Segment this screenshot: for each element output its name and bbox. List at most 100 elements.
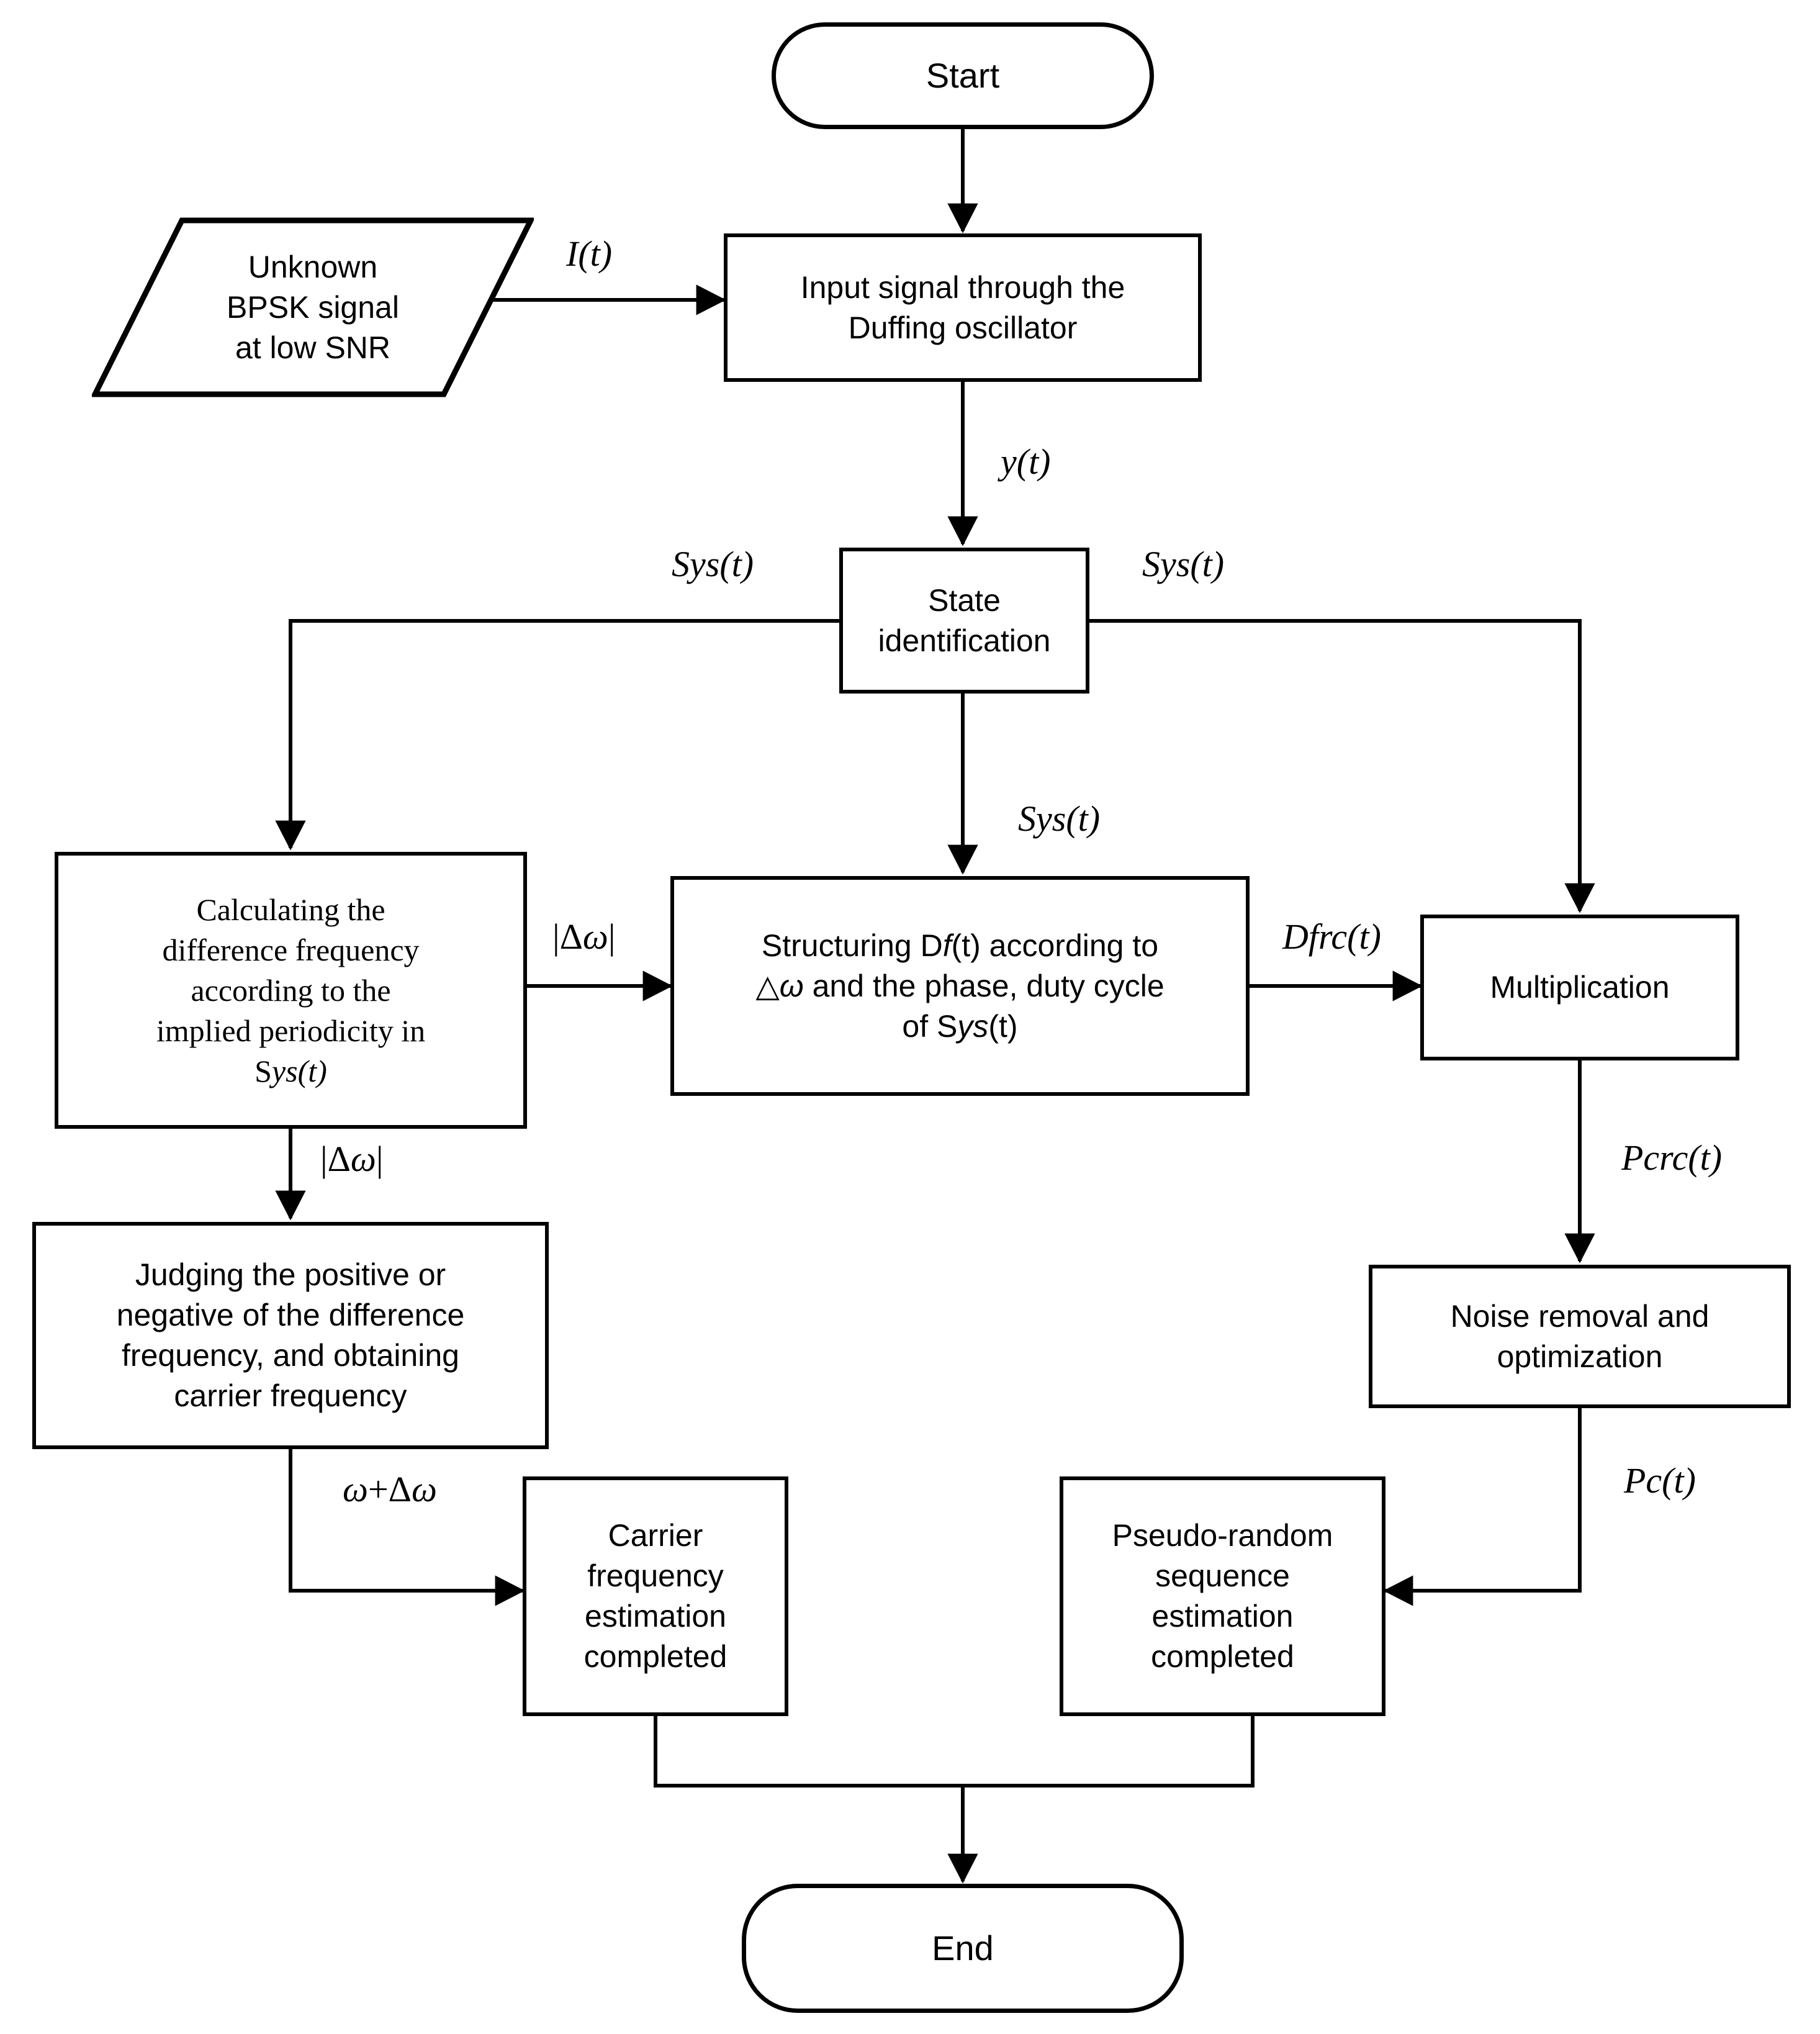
label-it-a: I <box>566 233 579 274</box>
duffing-line-2: Duffing oscillator <box>848 310 1078 345</box>
label-yt-a: y <box>1001 441 1017 482</box>
edge-label-omega-plus-delta-omega: ω+Δω <box>343 1471 437 1507</box>
edge-label-i-of-t: I(t) <box>566 236 612 272</box>
node-structuring-label: Structuring Df(t) according to △ω and th… <box>749 926 1170 1047</box>
node-input-data[interactable]: Unknown BPSK signal at low SNR <box>92 217 534 397</box>
edge-label-dfrc-of-t: Dfrc(t) <box>1282 919 1381 955</box>
struct-line-1-b: f <box>942 928 952 963</box>
node-structuring-df[interactable]: Structuring Df(t) according to △ω and th… <box>670 876 1250 1096</box>
struct-line-2-b: ω <box>779 968 804 1003</box>
label-pc-a: Pc <box>1624 1460 1662 1501</box>
label-sysd-a: S <box>1018 798 1036 839</box>
label-sysr-c: (t) <box>1190 544 1225 584</box>
node-pseudo-random-estimation-completed[interactable]: Pseudo-random sequence estimation comple… <box>1060 1476 1385 1716</box>
label-sysd-b: ys <box>1036 798 1066 839</box>
label-sysd-c: (t) <box>1066 798 1101 839</box>
edge-label-pcrc-of-t: Pcrc(t) <box>1621 1140 1722 1176</box>
state-line-1: State <box>928 582 1001 618</box>
node-start[interactable]: Start <box>772 22 1154 129</box>
node-noise-removal[interactable]: Noise removal and optimization <box>1369 1265 1791 1408</box>
node-end-label: End <box>932 1928 994 1968</box>
input-line-1: Unknown <box>248 249 378 284</box>
node-state-label: State identification <box>872 581 1057 661</box>
label-dw1-b: ω <box>582 916 608 957</box>
label-sysl-a: S <box>672 544 690 584</box>
edge-pseudo-merge <box>963 1716 1255 1788</box>
node-duffing-oscillator[interactable]: Input signal through the Duffing oscilla… <box>724 233 1202 382</box>
calc-line-4: implied periodicity in <box>156 1013 426 1048</box>
label-sysl-b: ys <box>690 544 720 584</box>
edge-noise-to-pseudo <box>1383 1408 1582 1606</box>
label-dw2-a: |Δ <box>320 1139 351 1179</box>
parallelogram-outline <box>92 217 534 397</box>
label-sysr-b: ys <box>1160 544 1191 584</box>
node-end[interactable]: End <box>742 1884 1184 2013</box>
node-start-label: Start <box>926 55 1000 95</box>
label-sysr-a: S <box>1142 544 1160 584</box>
node-carrier-estimation-completed[interactable]: Carrier frequency estimation completed <box>523 1476 788 1716</box>
edge-label-pc-of-t: Pc(t) <box>1624 1463 1696 1499</box>
carrier-line-4: completed <box>583 1639 728 1674</box>
calc-line-3: according to the <box>191 972 391 1008</box>
struct-line-3-c: (t) <box>988 1008 1018 1044</box>
label-wdw-a: ω <box>343 1469 368 1509</box>
label-pc-b: (t) <box>1662 1460 1696 1501</box>
input-line-3: at low SNR <box>235 330 391 365</box>
label-it-b: (t) <box>578 233 613 274</box>
pseudo-line-1: Pseudo-random <box>1112 1518 1333 1553</box>
node-duffing-label: Input signal through the Duffing oscilla… <box>795 268 1132 348</box>
calc-line-5-a: S <box>255 1053 272 1088</box>
label-sysl-c: (t) <box>719 544 754 584</box>
label-pcrc-b: (t) <box>1688 1137 1723 1178</box>
judging-line-1: Judging the positive or <box>135 1257 446 1292</box>
node-judging-label: Judging the positive or negative of the … <box>110 1255 471 1416</box>
node-judging-sign[interactable]: Judging the positive or negative of the … <box>32 1222 549 1449</box>
label-yt-b: (t) <box>1016 441 1051 482</box>
label-dw2-b: ω <box>350 1139 376 1179</box>
label-dfrc-b: (t) <box>1347 916 1381 957</box>
node-calculating-label: Calculating the difference frequency acc… <box>150 890 431 1092</box>
pseudo-line-4: completed <box>1151 1639 1294 1674</box>
edge-state-to-multiplication <box>1089 619 1595 913</box>
state-line-2: identification <box>878 623 1051 658</box>
edge-state-to-calc <box>275 619 839 851</box>
duffing-line-1: Input signal through the <box>800 269 1125 305</box>
calc-line-5-c: (t) <box>297 1053 327 1088</box>
pseudo-line-2: sequence <box>1155 1558 1290 1593</box>
carrier-line-1: Carrier <box>608 1518 703 1553</box>
struct-line-3-a: of S <box>902 1008 958 1044</box>
label-dw1-a: |Δ <box>552 916 583 957</box>
noise-line-1: Noise removal and <box>1450 1298 1710 1334</box>
calc-line-2: difference frequency <box>162 932 420 967</box>
label-dfrc-a: Dfrc <box>1282 916 1348 957</box>
node-carrier-label: Carrier frequency estimation completed <box>578 1516 734 1677</box>
label-wdw-b: +Δ <box>367 1469 412 1509</box>
struct-line-2-c: and the phase, duty cycle <box>803 968 1165 1003</box>
node-noise-label: Noise removal and optimization <box>1444 1296 1716 1377</box>
edge-label-delta-omega-struct: |Δω| <box>552 919 616 955</box>
edge-carrier-merge <box>654 1716 963 1788</box>
judging-line-4: carrier frequency <box>174 1378 407 1413</box>
judging-line-2: negative of the difference <box>116 1298 465 1332</box>
label-wdw-c: ω <box>411 1469 437 1509</box>
struct-line-1-c: (t) according to <box>951 928 1159 963</box>
calc-line-1: Calculating the <box>196 892 385 927</box>
label-pcrc-a: Pcrc <box>1621 1137 1688 1178</box>
pseudo-line-3: estimation <box>1151 1599 1294 1634</box>
struct-line-3-b: ys <box>957 1008 989 1044</box>
edge-label-sys-down: Sys(t) <box>1018 801 1100 837</box>
node-multiplication[interactable]: Multiplication <box>1420 915 1739 1060</box>
edge-label-sys-left: Sys(t) <box>672 546 754 582</box>
input-line-2: BPSK signal <box>227 289 399 325</box>
judging-line-3: frequency, and obtaining <box>122 1338 459 1373</box>
noise-line-2: optimization <box>1497 1339 1663 1374</box>
edge-label-delta-omega-judge: |Δω| <box>320 1141 384 1177</box>
label-dw1-c: | <box>608 916 616 957</box>
node-state-identification[interactable]: State identification <box>839 548 1089 694</box>
edge-label-y-of-t: y(t) <box>1001 444 1051 480</box>
node-multiplication-label: Multiplication <box>1490 970 1670 1005</box>
struct-line-2-a: △ <box>755 968 780 1003</box>
carrier-line-3: estimation <box>585 1599 726 1634</box>
node-calculating-difference-frequency[interactable]: Calculating the difference frequency acc… <box>55 852 527 1129</box>
